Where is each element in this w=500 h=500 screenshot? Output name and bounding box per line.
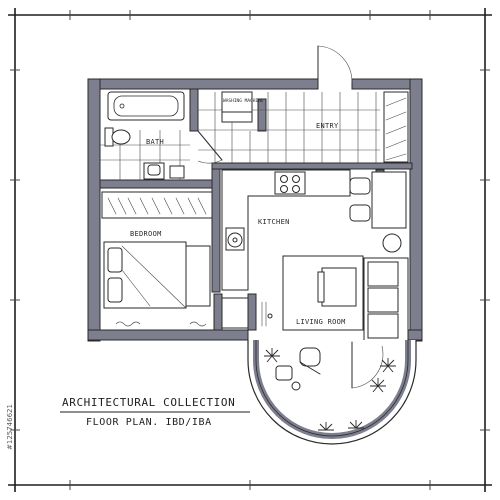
toilet — [104, 127, 131, 147]
stock-id: #125746621 — [6, 404, 14, 450]
bedroom-window — [115, 321, 207, 327]
bath-label: BATH — [146, 138, 164, 146]
sink — [143, 162, 185, 180]
dining-chairs — [349, 171, 407, 253]
hall-closet — [221, 297, 273, 329]
sofa — [363, 257, 409, 343]
entry-door — [317, 45, 353, 90]
bed — [103, 241, 211, 309]
tick-marks — [10, 10, 490, 490]
bath-door — [197, 130, 223, 164]
bathtub — [107, 91, 185, 121]
caption-title: ARCHITECTURAL COLLECTION — [62, 396, 235, 409]
floor-tiles — [100, 92, 380, 180]
kitchen-label: KITCHEN — [258, 218, 290, 226]
walls — [87, 78, 423, 342]
plants — [264, 348, 396, 431]
balcony-door — [351, 341, 384, 389]
entry-shelf — [383, 91, 409, 163]
kitchen-counter — [221, 169, 351, 291]
living-room-label: LIVING ROOM — [296, 318, 346, 326]
bedroom-label: BEDROOM — [130, 230, 162, 238]
entry-label: ENTRY — [316, 122, 339, 130]
living-room-rug — [282, 255, 364, 331]
caption-subtitle: FLOOR PLAN. IBD/IBA — [86, 417, 212, 428]
washing-machine-label: WASHING MACHINE — [223, 98, 264, 104]
balcony-furniture — [275, 347, 321, 391]
washing-machine — [221, 91, 253, 123]
wardrobe — [101, 191, 213, 219]
